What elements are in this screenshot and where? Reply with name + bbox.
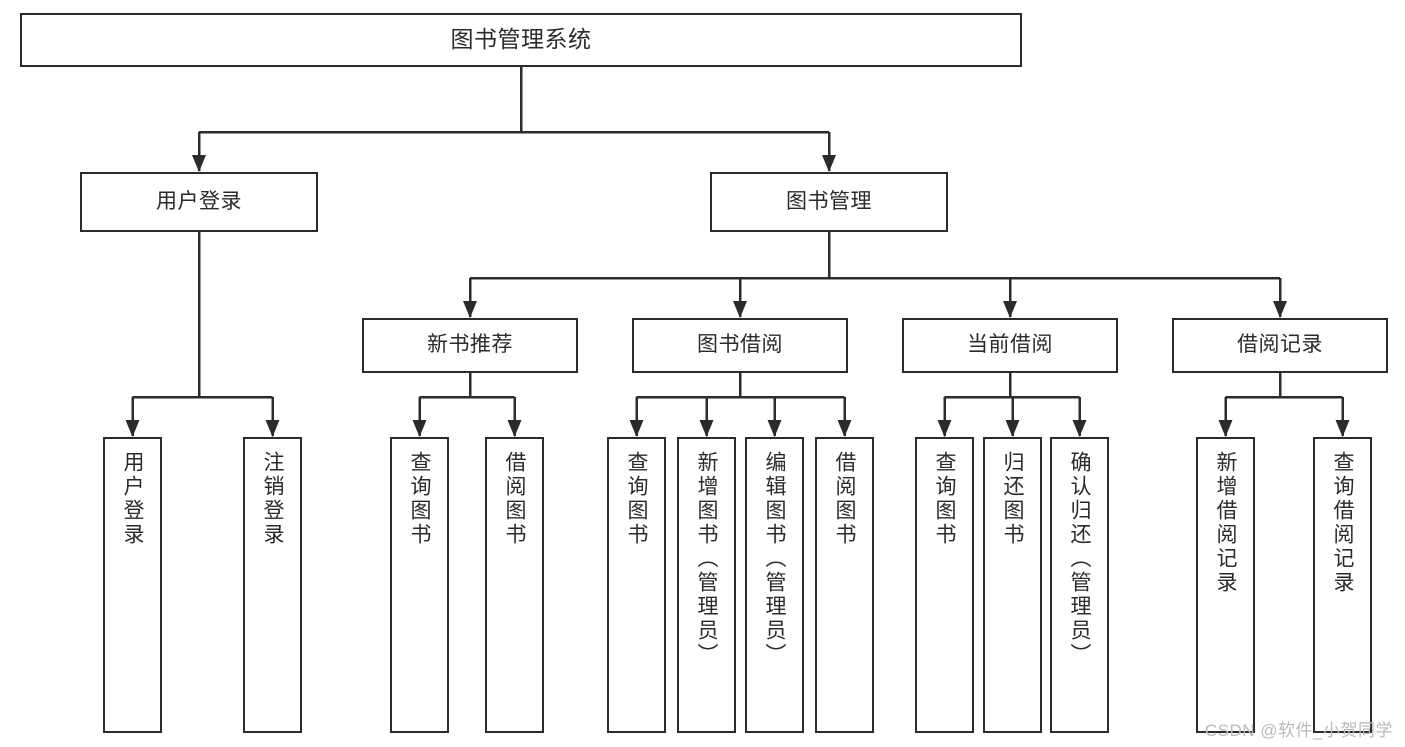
node-leaf-2[interactable]: 注销登录 xyxy=(243,437,302,733)
node-leaf-1[interactable]: 用户登录 xyxy=(103,437,162,733)
node-label: 图书借阅 xyxy=(697,333,783,357)
node-label: 借阅图书 xyxy=(833,451,856,547)
node-login[interactable]: 用户登录 xyxy=(80,172,318,232)
node-leaf-13[interactable]: 查询借阅记录 xyxy=(1313,437,1372,733)
node-label: 借阅记录 xyxy=(1237,333,1323,357)
node-label: 归还图书 xyxy=(1001,451,1024,547)
node-label: 用户登录 xyxy=(121,451,144,547)
node-root[interactable]: 图书管理系统 xyxy=(20,13,1022,67)
node-leaf-8[interactable]: 借阅图书 xyxy=(815,437,874,733)
node-label: 查询图书 xyxy=(408,451,431,547)
node-label: 借阅图书 xyxy=(503,451,526,547)
node-leaf-9[interactable]: 查询图书 xyxy=(915,437,974,733)
node-leaf-7[interactable]: 编辑图书（管理员） xyxy=(745,437,804,733)
node-label: 新书推荐 xyxy=(427,333,513,357)
node-label: 图书管理 xyxy=(786,189,872,213)
node-records[interactable]: 借阅记录 xyxy=(1172,318,1388,373)
node-label: 新增图书（管理员） xyxy=(695,451,718,667)
node-label: 编辑图书（管理员） xyxy=(763,451,786,667)
node-label: 查询图书 xyxy=(625,451,648,547)
node-newbook[interactable]: 新书推荐 xyxy=(362,318,578,373)
node-label: 用户登录 xyxy=(156,189,242,213)
node-borrow[interactable]: 图书借阅 xyxy=(632,318,848,373)
node-leaf-12[interactable]: 新增借阅记录 xyxy=(1196,437,1255,733)
node-leaf-11[interactable]: 确认归还（管理员） xyxy=(1050,437,1109,733)
node-label: 图书管理系统 xyxy=(450,26,592,53)
node-label: 注销登录 xyxy=(261,451,284,547)
node-label: 新增借阅记录 xyxy=(1214,451,1237,595)
node-leaf-3[interactable]: 查询图书 xyxy=(390,437,449,733)
node-leaf-5[interactable]: 查询图书 xyxy=(607,437,666,733)
node-label: 当前借阅 xyxy=(967,333,1053,357)
node-leaf-10[interactable]: 归还图书 xyxy=(983,437,1042,733)
node-label: 查询借阅记录 xyxy=(1331,451,1354,595)
node-label: 查询图书 xyxy=(933,451,956,547)
node-label: 确认归还（管理员） xyxy=(1068,451,1091,667)
node-leaf-4[interactable]: 借阅图书 xyxy=(485,437,544,733)
node-current[interactable]: 当前借阅 xyxy=(902,318,1118,373)
node-bookmgmt[interactable]: 图书管理 xyxy=(710,172,948,232)
node-leaf-6[interactable]: 新增图书（管理员） xyxy=(677,437,736,733)
